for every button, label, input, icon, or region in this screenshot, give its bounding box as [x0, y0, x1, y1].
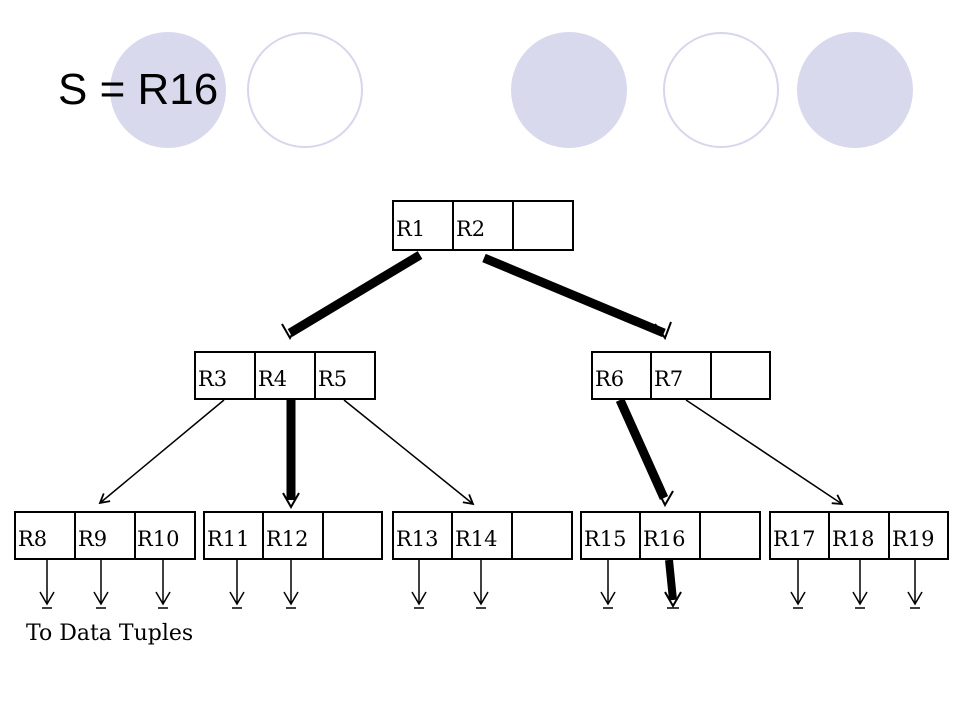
entry-label: R11 [207, 527, 250, 551]
decorative-circle-2 [247, 32, 363, 148]
decorative-circle-4 [663, 32, 779, 148]
entry-label: R1 [396, 217, 425, 241]
edge-r7-to-leaf-5 [685, 399, 844, 506]
entry-label: R12 [266, 527, 309, 551]
entry-label: R3 [198, 367, 227, 391]
leaf-node-3: R13 R14 [392, 511, 573, 560]
data-tuples-caption: To Data Tuples [26, 621, 194, 646]
leaf-node-5: R17 R18 R19 [769, 511, 949, 560]
tree-edges [98, 251, 844, 510]
edge-r5-to-leaf-3 [343, 399, 475, 506]
pointer-r11 [229, 560, 245, 609]
data-pointers [39, 559, 923, 609]
arrowhead-node-r3r4r5 [281, 323, 299, 341]
decorative-circle-3 [511, 32, 627, 148]
entry-label: R7 [654, 367, 683, 391]
entry-label: R19 [892, 527, 935, 551]
decorative-circle-5 [797, 32, 913, 148]
leaf-node-1: R8 R9 R10 [14, 511, 196, 560]
leaf-node-4: R15 R16 [580, 511, 761, 560]
pointer-r16-search-path [664, 559, 682, 609]
edge-r6-to-leaf-4 [615, 398, 669, 500]
entry-label: R13 [396, 527, 439, 551]
entry-label: R4 [258, 367, 287, 391]
entry-label: R8 [18, 527, 47, 551]
leaf-node-2: R11 R12 [203, 511, 383, 560]
entry-label: R9 [78, 527, 107, 551]
decorative-circle-1 [110, 32, 226, 148]
entry-label: R17 [773, 527, 816, 551]
internal-node-right: R6 R7 [591, 351, 771, 400]
pointer-r17 [790, 560, 806, 609]
pointer-r10 [155, 560, 171, 609]
slide-title: S = R16 [58, 65, 219, 114]
pointer-r9 [93, 560, 109, 609]
entry-label: R16 [643, 527, 686, 551]
pointer-r15 [600, 560, 616, 609]
arrowhead-leaf-2 [282, 492, 300, 510]
arrowhead-leaf-4 [656, 488, 674, 508]
pointer-r19 [907, 560, 923, 609]
edge-r2-to-node-r6r7 [482, 253, 666, 338]
pointer-r18 [852, 560, 868, 609]
entry-label: R10 [137, 527, 180, 551]
entry-label: R5 [318, 367, 347, 391]
pointer-r13 [411, 560, 427, 609]
edge-r3-to-leaf-1 [98, 399, 225, 505]
arrowhead-node-r6r7 [654, 321, 672, 341]
pointer-r14 [473, 560, 489, 609]
root-node: R1 R2 [392, 200, 574, 251]
edge-r1-to-node-r3r4r5 [287, 251, 423, 337]
entry-label: R18 [832, 527, 875, 551]
entry-label: R14 [455, 527, 498, 551]
pointer-r8 [39, 560, 55, 609]
entry-label: R6 [595, 367, 624, 391]
entry-label: R2 [456, 217, 485, 241]
pointer-r12 [283, 560, 299, 609]
entry-label: R15 [584, 527, 627, 551]
internal-node-left: R3 R4 R5 [194, 351, 376, 400]
